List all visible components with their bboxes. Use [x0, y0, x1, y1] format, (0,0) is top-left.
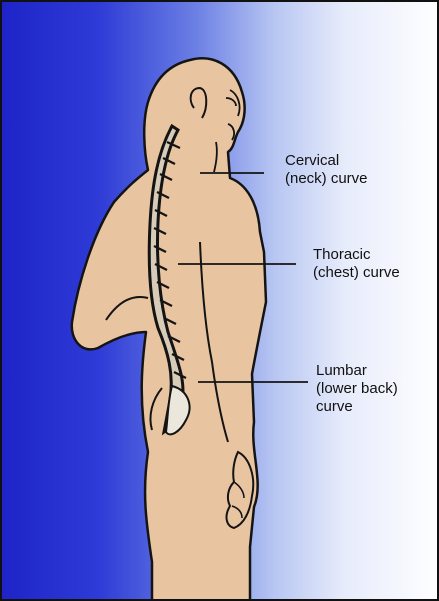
lumbar-label-line1: Lumbar: [316, 362, 398, 380]
cervical-label: Cervical (neck) curve: [285, 152, 368, 188]
lumbar-label-line2: (lower back): [316, 380, 398, 398]
cervical-label-line2: (neck) curve: [285, 170, 368, 188]
thoracic-label-line1: Thoracic: [313, 246, 400, 264]
cervical-label-line1: Cervical: [285, 152, 368, 170]
lumbar-label-line3: curve: [316, 398, 398, 416]
thoracic-label: Thoracic (chest) curve: [313, 246, 400, 282]
thoracic-label-line2: (chest) curve: [313, 264, 400, 282]
lumbar-label: Lumbar (lower back) curve: [316, 362, 398, 416]
